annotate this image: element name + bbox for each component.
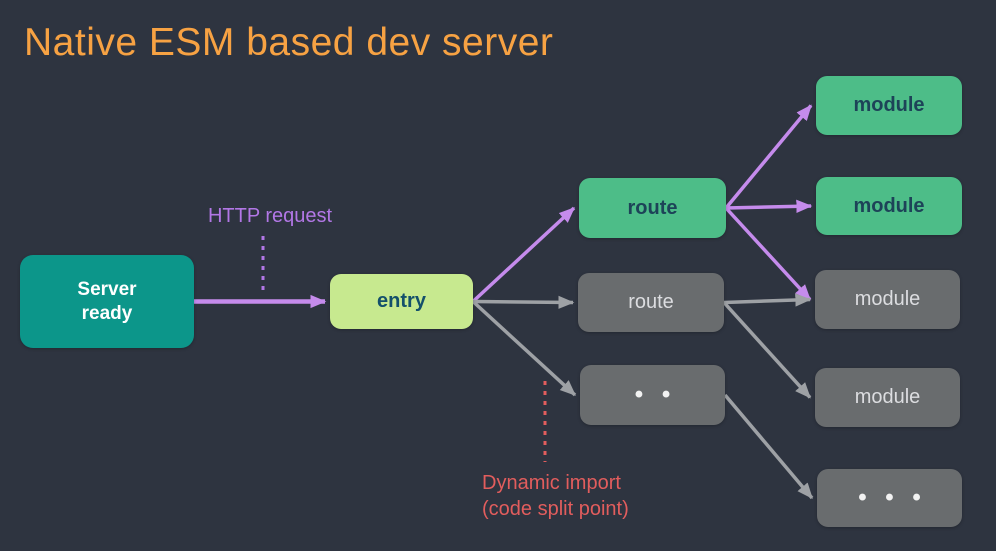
edge-entry-to-route-more [471,300,577,397]
edge-route-more-to-module-more [723,393,814,500]
node-entry-label: entry [377,290,426,312]
edge-route-2-to-module-4 [722,301,812,399]
node-module-ellipsis-label: • • • [858,484,927,511]
node-module-ellipsis: • • • [817,469,962,527]
node-module-loaded-2: module [816,177,962,235]
dynamic-import-label: Dynamic import (code split point) [482,472,629,520]
node-module-unloaded-2-label: module [854,386,921,408]
edge-route-1-to-module-3 [724,206,812,301]
node-route-loaded: route [579,178,726,238]
node-route-ellipsis: • • [580,365,725,425]
node-entry: entry [330,274,473,329]
node-server-ready: Server ready [20,255,194,348]
slide-title: Native ESM based dev server [24,21,554,64]
node-module-unloaded-2: module [815,368,960,427]
node-route-unloaded: route [578,273,724,332]
node-server-ready-label: Server ready [77,278,137,324]
edge-route-1-to-module-2 [725,199,813,214]
node-route-ellipsis-label: • • [634,381,677,408]
edge-route-1-to-module-1 [724,104,813,210]
edge-entry-to-route-2 [472,295,575,310]
http-request-label: HTTP request [207,205,333,227]
node-route-unloaded-label: route [628,291,674,313]
node-module-unloaded-1-label: module [854,288,921,310]
edge-route-2-to-module-3 [723,293,812,307]
node-module-unloaded-1: module [815,270,960,329]
node-module-loaded-1-label: module [853,94,925,116]
node-route-loaded-label: route [627,196,678,219]
node-module-loaded-2-label: module [853,194,925,217]
node-module-loaded-1: module [816,76,962,135]
edge-entry-to-route-1 [471,206,576,303]
